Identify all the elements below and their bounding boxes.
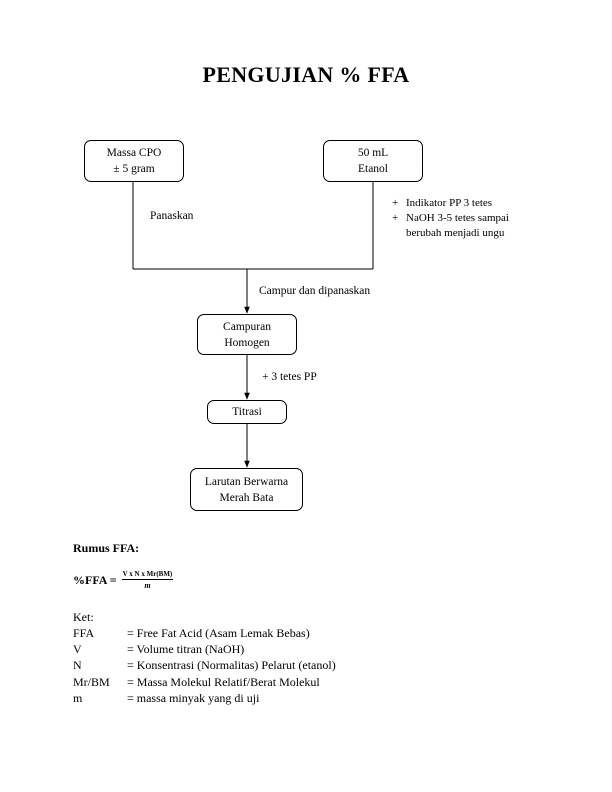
node-etanol-line2: Etanol	[357, 163, 389, 175]
label-tetes-pp: + 3 tetes PP	[262, 371, 317, 383]
rumus-heading: Rumus FFA:	[73, 541, 140, 555]
formula-denominator: m	[144, 581, 151, 590]
node-etanol: 50 mL Etanol	[323, 140, 423, 182]
ket-row: m = massa minyak yang di uji	[73, 690, 336, 706]
formula-fraction: V x N x Mr(BM) m	[121, 570, 174, 590]
ket-row: FFA = Free Fat Acid (Asam Lemak Bebas)	[73, 625, 336, 641]
node-campuran-line1: Campuran	[223, 320, 271, 333]
formula-lhs: %FFA =	[73, 572, 117, 587]
ffa-formula: %FFA = V x N x Mr(BM) m	[73, 570, 174, 590]
label-panaskan: Panaskan	[150, 210, 194, 222]
node-larutan-line1: Larutan Berwarna	[204, 475, 289, 488]
node-massa-cpo: Massa CPO ± 5 gram	[84, 140, 184, 182]
ket-symbol: FFA	[73, 626, 95, 640]
ket-symbol: V	[73, 642, 82, 657]
ket-heading: Ket:	[73, 610, 94, 624]
node-campuran-homogen: Campuran Homogen	[197, 314, 297, 355]
ket-description: = Massa Molekul Relatif/Berat Molekul	[127, 674, 320, 689]
addition-text: berubah menjadi ungu	[406, 227, 505, 239]
ket-table: FFA = Free Fat Acid (Asam Lemak Bebas) V…	[73, 625, 336, 706]
ket-row: N = Konsentrasi (Normalitas) Pelarut (et…	[73, 657, 336, 673]
addition-item-continued: berubah menjadi ungu	[392, 226, 509, 241]
addition-item: + Indikator PP 3 tetes	[392, 196, 509, 211]
node-campuran-line2: Homogen	[224, 336, 270, 349]
addition-text: NaOH 3-5 tetes sampai	[406, 212, 509, 224]
ket-symbol: Mr/BM	[73, 674, 110, 689]
page-title: PENGUJIAN % FFA	[202, 62, 410, 87]
addition-marker: +	[392, 212, 399, 224]
ket-symbol: m	[73, 690, 83, 705]
node-massa-cpo-line1: Massa CPO	[106, 147, 162, 159]
node-titrasi-label: Titrasi	[232, 406, 262, 418]
ket-row: Mr/BM = Massa Molekul Relatif/Berat Mole…	[73, 674, 336, 690]
ket-description: = Free Fat Acid (Asam Lemak Bebas)	[127, 626, 310, 640]
node-massa-cpo-line2: ± 5 gram	[113, 163, 155, 175]
addition-marker: +	[392, 197, 399, 209]
node-larutan-berwarna: Larutan Berwarna Merah Bata	[190, 468, 303, 511]
additions-list: + Indikator PP 3 tetes + NaOH 3-5 tetes …	[392, 196, 509, 241]
ket-description: = Volume titran (NaOH)	[127, 642, 245, 657]
addition-text: Indikator PP 3 tetes	[406, 197, 493, 209]
ket-description: = Konsentrasi (Normalitas) Pelarut (etan…	[127, 658, 336, 673]
addition-item: + NaOH 3-5 tetes sampai	[392, 211, 509, 226]
formula-numerator: V x N x Mr(BM)	[121, 570, 174, 580]
ket-row: V = Volume titran (NaOH)	[73, 641, 336, 657]
node-titrasi: Titrasi	[207, 400, 287, 424]
ket-symbol: N	[73, 658, 82, 673]
ket-description: = massa minyak yang di uji	[127, 690, 260, 705]
node-etanol-line1: 50 mL	[357, 147, 389, 159]
label-campur-dipanaskan: Campur dan dipanaskan	[259, 285, 371, 297]
node-larutan-line2: Merah Bata	[219, 491, 274, 504]
